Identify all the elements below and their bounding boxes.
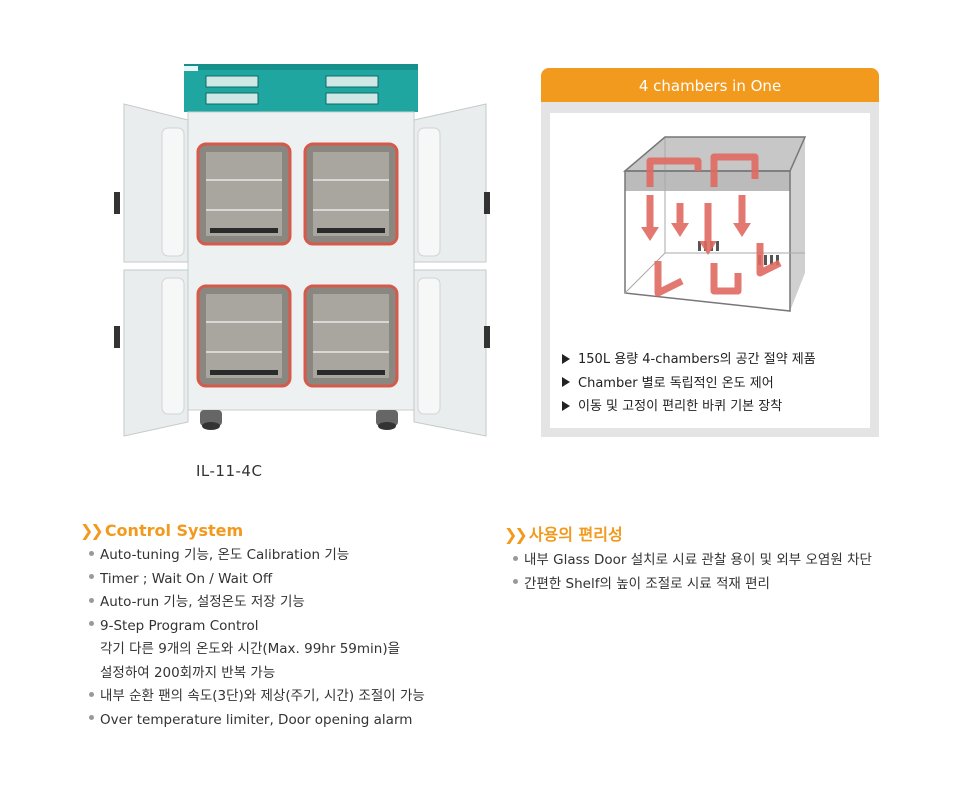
convenience-list: 내부 Glass Door 설치로 시료 관찰 용이 및 외부 오염원 차단 간… [504,549,872,596]
product-image [108,62,498,442]
dot-icon [89,621,94,626]
model-name: IL-11-4C [196,462,263,480]
chambers-feature-list: 150L 용량 4-chambers의 공간 절약 제품 Chamber 별로 … [562,348,816,419]
double-chevron-icon: ❯❯ [80,521,104,540]
dot-icon [89,550,94,556]
list-item: 내부 순환 팬의 속도(3단)와 제상(주기, 시간) 조절이 가능 [89,685,425,709]
convenience-title: ❯❯사용의 편리성 [504,525,623,544]
chambers-panel-title: 4 chambers in One [541,68,879,102]
dot-icon [513,579,518,584]
control-system-section: ❯❯Control System Auto-tuning 기능, 온도 Cali… [80,521,425,732]
dot-icon [89,574,94,579]
dot-icon [89,597,94,603]
chambers-feature-item: 150L 용량 4-chambers의 공간 절약 제품 [562,348,816,372]
triangle-right-icon [562,353,570,364]
dot-icon [513,555,518,561]
chambers-feature-item: 이동 및 고정이 편리한 바퀴 기본 장착 [562,395,816,419]
control-system-list: Auto-tuning 기능, 온도 Calibration 기능 Timer … [80,544,425,732]
list-item: 9-Step Program Control [89,615,425,639]
double-chevron-icon: ❯❯ [504,525,528,544]
airflow-diagram [610,123,820,313]
list-item: 내부 Glass Door 설치로 시료 관찰 용이 및 외부 오염원 차단 [513,549,872,573]
list-item: Auto-run 기능, 설정온도 저장 기능 [89,591,425,615]
list-item: 간편한 Shelf의 높이 조절로 시료 적재 편리 [513,573,872,597]
list-item: Auto-tuning 기능, 온도 Calibration 기능 [89,544,425,568]
triangle-right-icon [562,400,570,411]
list-item: Timer ; Wait On / Wait Off [89,568,425,592]
dot-icon [89,715,94,720]
control-system-title: ❯❯Control System [80,521,244,540]
list-item-continuation: 각기 다른 9개의 온도와 시간(Max. 99hr 59min)을 [100,641,401,657]
list-item: Over temperature limiter, Door opening a… [89,709,425,733]
convenience-section: ❯❯사용의 편리성 내부 Glass Door 설치로 시료 관찰 용이 및 외… [504,521,872,596]
chambers-feature-item: Chamber 별로 독립적인 온도 제어 [562,372,816,396]
list-item-continuation: 설정하여 200회까지 반복 가능 [100,664,276,681]
chambers-panel-body: 150L 용량 4-chambers의 공간 절약 제품 Chamber 별로 … [550,113,870,428]
chambers-panel: 4 chambers in One [541,68,879,437]
dot-icon [89,691,94,697]
triangle-right-icon [562,377,570,387]
